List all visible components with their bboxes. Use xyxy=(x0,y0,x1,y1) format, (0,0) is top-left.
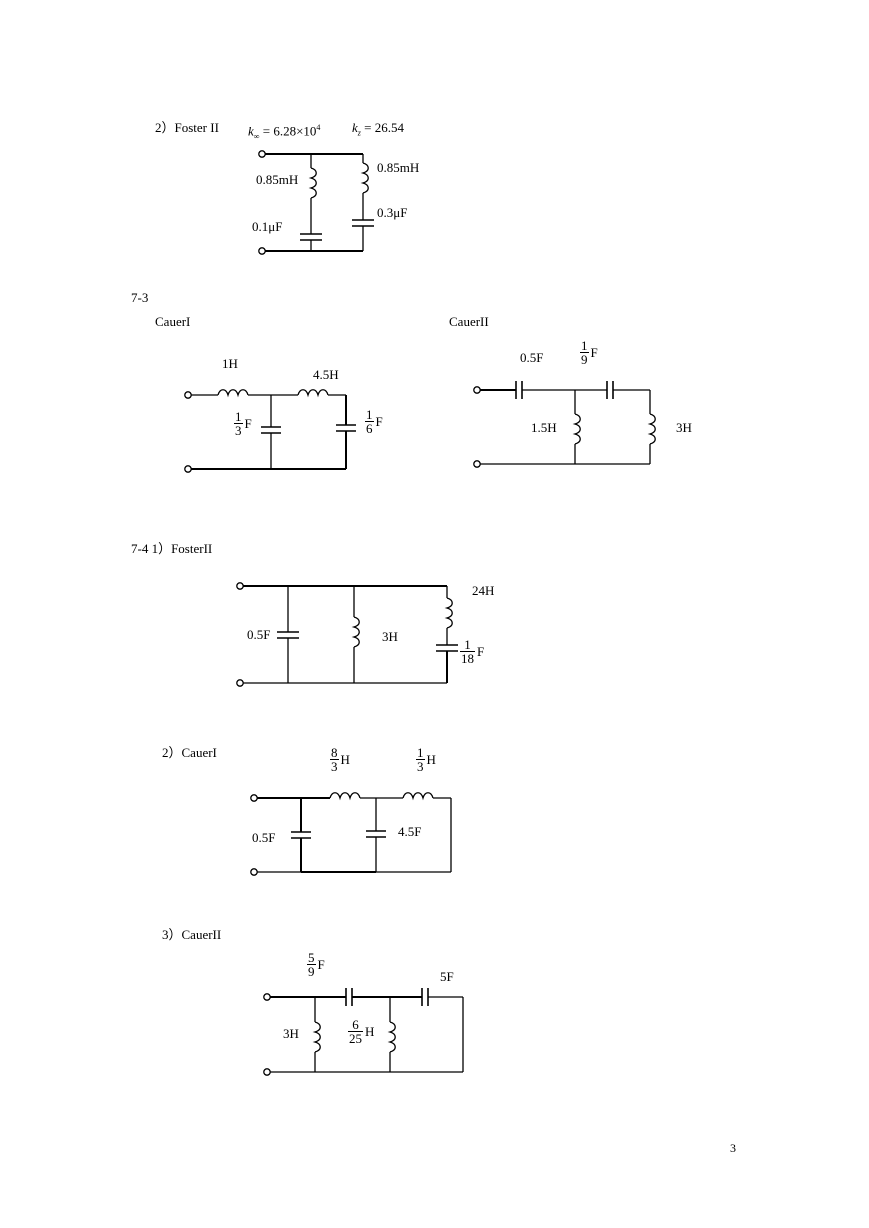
p73-cauer2-C1-label: 0.5F xyxy=(520,350,544,365)
p73-cauer2-L1-label: 1.5H xyxy=(531,420,557,435)
p73-cauer1-L2-label: 4.5H xyxy=(313,367,339,382)
page-number: 3 xyxy=(730,1141,736,1155)
p73-cauer2-circuit xyxy=(473,381,656,468)
p73-cauer1-L1-label: 1H xyxy=(222,356,238,371)
p73-cauer1-title: CauerI xyxy=(155,314,191,329)
p74-cauer2-C2-label: 5F xyxy=(440,969,454,984)
p73-cauer1-circuit xyxy=(184,389,356,473)
problem-7-3-number: 7-3 xyxy=(131,290,149,305)
p74-cauer2-heading: 3）CauerII xyxy=(162,927,222,942)
p74-cauer1-circuit xyxy=(250,792,452,876)
foster2-circuit xyxy=(258,150,374,255)
foster2-L2-label: 0.85mH xyxy=(377,160,420,175)
foster2-heading: 2）Foster II xyxy=(155,120,219,135)
foster2-L1-label: 0.85mH xyxy=(256,172,299,187)
p73-cauer2-title: CauerII xyxy=(449,314,489,329)
p74-foster-circuit xyxy=(236,582,458,687)
p74-foster-L1-label: 3H xyxy=(382,629,398,644)
p74-cauer2-L1-label: 3H xyxy=(283,1026,299,1041)
p74-cauer1-C2-label: 4.5F xyxy=(398,824,422,839)
p74-cauer1-C1-label: 0.5F xyxy=(252,830,276,845)
foster2-C1-label: 0.1μF xyxy=(252,219,283,234)
k-infinity-equation: k∞ = 6.28×104 xyxy=(248,123,321,141)
p74-cauer1-heading: 2）CauerI xyxy=(162,745,217,760)
foster2-C2-label: 0.3μF xyxy=(377,205,408,220)
p74-foster-C1-label: 0.5F xyxy=(247,627,271,642)
p74-foster-L2-label: 24H xyxy=(472,583,495,598)
k-z-equation: kz = 26.54 xyxy=(352,120,404,138)
p73-cauer2-L2-label: 3H xyxy=(676,420,692,435)
p74-cauer2-circuit xyxy=(263,988,464,1076)
problem-7-4-heading: 7-4 1）FosterII xyxy=(131,541,213,556)
